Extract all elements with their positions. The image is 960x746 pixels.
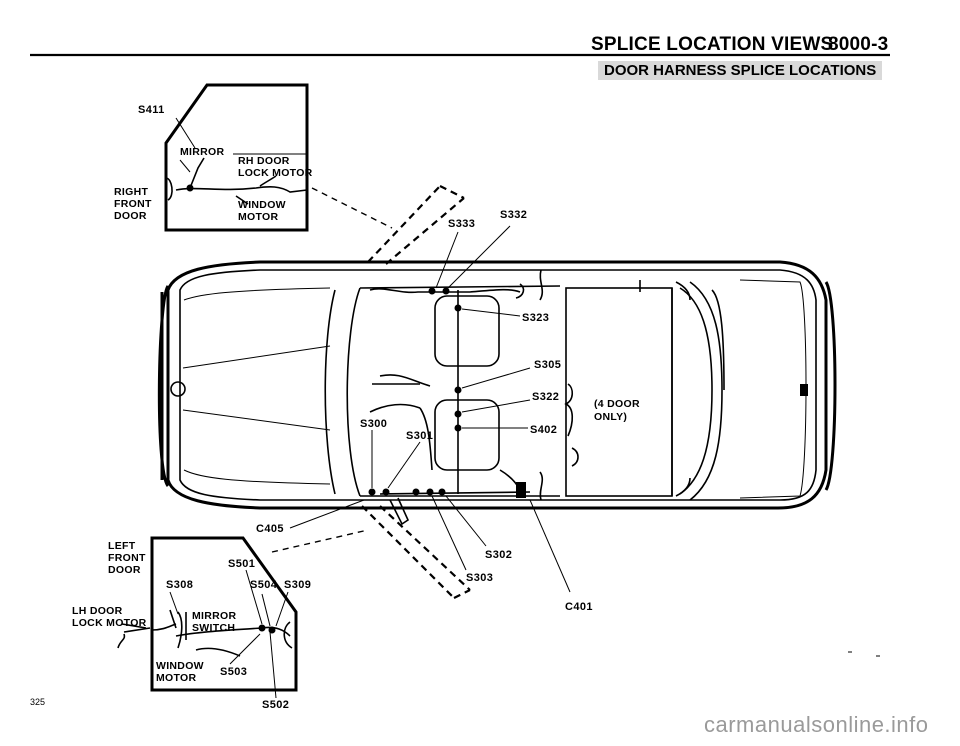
mirror-switch-line1: MIRROR [192, 610, 237, 622]
page-title: SPLICE LOCATION VIEWS [591, 34, 834, 55]
rh-window-motor-line1: WINDOW [238, 199, 286, 211]
lh-window-motor-line2: MOTOR [156, 672, 197, 684]
connector-c401: C401 [565, 601, 593, 613]
right-door-line1: RIGHT [114, 186, 149, 198]
splice-s308: S308 [166, 579, 194, 591]
right-door-line2: FRONT [114, 198, 152, 210]
car-harness [368, 283, 579, 498]
left-door-line1: LEFT [108, 540, 136, 552]
four-door-note-line1: (4 DOOR [594, 398, 640, 410]
connector-c405: C405 [256, 523, 284, 535]
splice-s501: S501 [228, 558, 256, 570]
splice-s303: S303 [466, 572, 494, 584]
rh-lock-motor-line2: LOCK MOTOR [238, 167, 313, 179]
splice-s301: S301 [406, 430, 434, 442]
right-door-outline [164, 83, 309, 232]
page-number: 325 [30, 697, 46, 707]
splice-s332: S332 [500, 209, 528, 221]
splice-s411: S411 [138, 104, 165, 116]
rh-lock-motor-line1: RH DOOR [238, 155, 290, 167]
splice-s402: S402 [530, 424, 558, 436]
left-door-line2: FRONT [108, 552, 146, 564]
left-door-outline [117, 536, 298, 699]
splice-s300: S300 [360, 418, 388, 430]
lh-lock-motor-line1: LH DOOR [72, 605, 123, 617]
section-code: 8000-3 [828, 34, 889, 55]
four-door-note-line2: ONLY) [594, 411, 628, 423]
lh-window-motor-line1: WINDOW [156, 660, 204, 672]
left-door-line3: DOOR [108, 564, 141, 576]
lh-lock-motor-line2: LOCK MOTOR [72, 617, 147, 629]
rh-window-motor-line2: MOTOR [238, 211, 279, 223]
splice-s302: S302 [485, 549, 513, 561]
page-subtitle: DOOR HARNESS SPLICE LOCATIONS [598, 61, 883, 80]
car-body [157, 260, 837, 510]
right-door-line3: DOOR [114, 210, 147, 222]
splice-s305: S305 [534, 359, 562, 371]
splice-s323: S323 [522, 312, 550, 324]
splice-s503: S503 [220, 666, 248, 678]
splice-s322: S322 [532, 391, 560, 403]
splice-s333: S333 [448, 218, 476, 230]
mirror-switch-line2: SWITCH [192, 622, 236, 634]
watermark: carmanualsonline.info [704, 712, 929, 737]
splice-s309: S309 [284, 579, 312, 591]
splice-s504: S504 [250, 579, 278, 591]
car-leaders [289, 225, 574, 593]
mirror-label: MIRROR [180, 146, 225, 158]
splice-s502: S502 [262, 699, 290, 711]
